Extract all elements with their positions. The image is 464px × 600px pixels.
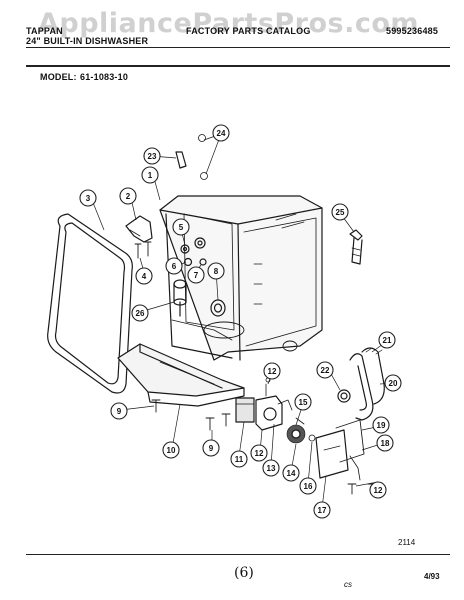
- callout-label: 18: [381, 439, 390, 448]
- callout-label: 1: [148, 171, 153, 180]
- screws-4: [134, 241, 152, 259]
- callout-label: 4: [142, 272, 147, 281]
- hose-clamp: [337, 389, 351, 403]
- callout-10: 10: [162, 441, 180, 459]
- callout-label: 9: [209, 444, 214, 453]
- callout-26: 26: [131, 304, 149, 322]
- footer-rule: [26, 554, 450, 555]
- callout-9: 9: [110, 402, 128, 420]
- callout-13: 13: [262, 459, 280, 477]
- callout-23: 23: [143, 147, 161, 165]
- model-number: 61-1083-10: [80, 72, 129, 82]
- header-rule: [26, 47, 450, 48]
- callout-20: 20: [384, 374, 402, 392]
- door-gasket: [47, 213, 133, 394]
- callout-label: 19: [377, 421, 386, 430]
- callout-18: 18: [376, 434, 394, 452]
- initials: cs: [344, 580, 352, 589]
- callout-3: 3: [79, 189, 97, 207]
- callout-label: 16: [304, 482, 313, 491]
- callout-label: 24: [217, 129, 226, 138]
- brand-name: TAPPAN: [26, 26, 63, 36]
- callout-label: 9: [117, 407, 122, 416]
- callout-17: 17: [313, 501, 331, 519]
- callout-15: 15: [294, 393, 312, 411]
- callout-label: 14: [287, 469, 296, 478]
- callout-label: 10: [167, 446, 176, 455]
- callout-22: 22: [316, 361, 334, 379]
- tube-and-clamps: [175, 134, 208, 180]
- callout-14: 14: [282, 464, 300, 482]
- callout-12c: 12: [369, 481, 387, 499]
- catalog-number: 5995236485: [386, 26, 439, 36]
- hose-fitting: [349, 229, 363, 265]
- diagram-code: 2114: [398, 538, 416, 547]
- callout-1: 1: [141, 166, 159, 184]
- float-assembly: [173, 279, 187, 317]
- revision-date: 4/93: [424, 572, 440, 581]
- callout-label: 11: [235, 455, 244, 464]
- watermark: AppliancePartsPros.com: [38, 8, 420, 39]
- model-rule: [26, 65, 450, 67]
- callout-12a: 12: [263, 362, 281, 380]
- base-frame: [117, 343, 245, 407]
- callout-label: 20: [389, 379, 398, 388]
- callout-label: 12: [255, 449, 264, 458]
- callout-9b: 9: [202, 439, 220, 457]
- callout-label: 15: [299, 398, 308, 407]
- leader-lines: [91, 133, 394, 509]
- hinge-bracket: [125, 215, 153, 243]
- callout-2: 2: [119, 187, 137, 205]
- pump-motor-assembly: [235, 377, 316, 444]
- callout-11: 11: [230, 450, 248, 468]
- callout-label: 25: [336, 208, 345, 217]
- tub-assembly: [159, 195, 323, 361]
- callout-25: 25: [331, 203, 349, 221]
- callout-19: 19: [372, 416, 390, 434]
- callout-6: 6: [165, 257, 183, 275]
- callout-label: 23: [148, 152, 157, 161]
- callout-21: 21: [378, 331, 396, 349]
- mounting-bracket: [315, 419, 365, 481]
- callout-label: 5: [179, 223, 184, 232]
- callout-label: 8: [214, 267, 219, 276]
- callout-label: 17: [318, 506, 327, 515]
- callout-label: 2: [126, 192, 131, 201]
- callout-label: 7: [194, 271, 199, 280]
- callout-label: 22: [321, 366, 330, 375]
- handwritten-mark: (6): [234, 565, 254, 581]
- callout-7: 7: [187, 266, 205, 284]
- callout-label: 21: [383, 336, 392, 345]
- callout-label: 3: [86, 194, 91, 203]
- callout-12b: 12: [250, 444, 268, 462]
- callout-label: 6: [172, 262, 177, 271]
- callout-label: 13: [267, 464, 276, 473]
- callout-4: 4: [135, 267, 153, 285]
- callout-label: 12: [374, 486, 383, 495]
- product-title: 24" BUILT-IN DISHWASHER: [26, 36, 149, 46]
- catalog-title: FACTORY PARTS CATALOG: [186, 26, 311, 36]
- callout-16: 16: [299, 477, 317, 495]
- callout-5: 5: [172, 218, 190, 236]
- callout-24: 24: [212, 124, 230, 142]
- callout-label: 26: [136, 309, 145, 318]
- drain-hose: [349, 347, 385, 421]
- callout-label: 12: [268, 367, 277, 376]
- model-label: MODEL:: [40, 72, 77, 82]
- callout-8: 8: [207, 262, 225, 280]
